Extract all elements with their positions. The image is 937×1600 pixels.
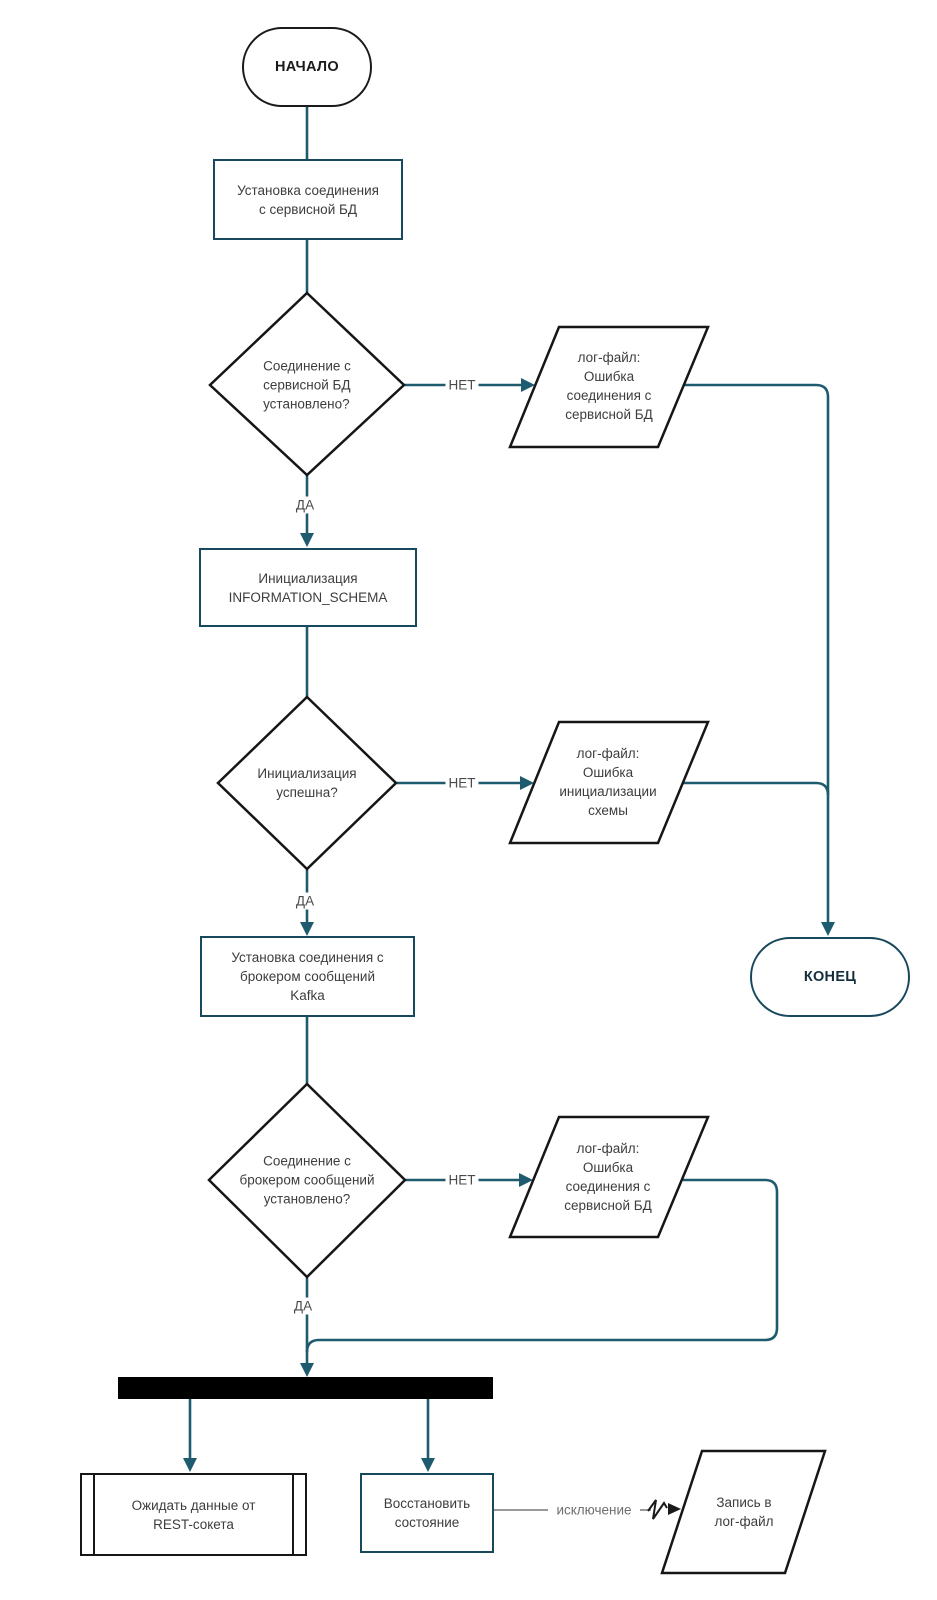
io-log-write-label: Запись в лог-файл	[714, 1495, 774, 1529]
label-yes-2: ДА	[292, 892, 318, 910]
connector-log1-to-end	[683, 383, 830, 922]
label-yes-1: ДА	[292, 496, 318, 514]
decision-db-connected-shape	[208, 291, 406, 477]
io-log-init-error-shape	[508, 720, 710, 845]
process-restore-state: Восстановить состояние	[360, 1473, 494, 1553]
arrowhead-into-log1	[521, 378, 535, 392]
io-log-db-error-1-label: лог-файл: Ошибка соединения с сервисной …	[565, 350, 653, 422]
connector-log3-loop-to-fork	[305, 1178, 779, 1353]
end-terminator: КОНЕЦ	[750, 937, 910, 1017]
decision-db-connected-label: Соединение с сервисной БД установлено?	[263, 358, 351, 412]
arrowhead-into-wait-rest	[183, 1458, 197, 1472]
connector-log2-to-end-merge	[683, 781, 830, 796]
io-log-init-error-label: лог-файл: Ошибка инициализации схемы	[559, 746, 657, 818]
label-yes-3: ДА	[290, 1297, 316, 1315]
arrowhead-into-connect-kafka	[300, 922, 314, 936]
io-log-write-shape	[660, 1449, 827, 1575]
io-log-db-error-2-label: лог-файл: Ошибка соединения с сервисной …	[564, 1141, 652, 1213]
subroutine-wait-rest: Ожидать данные от REST-сокета	[80, 1473, 307, 1556]
label-exception: исключение	[553, 1501, 635, 1519]
fork-bar	[118, 1377, 493, 1399]
arrowhead-into-log3	[519, 1173, 533, 1187]
decision-init-ok-shape	[216, 695, 398, 871]
subroutine-right-bar	[292, 1475, 294, 1554]
label-no-2: НЕТ	[445, 774, 479, 792]
subroutine-wait-rest-label: Ожидать данные от REST-сокета	[131, 1497, 256, 1532]
decision-kafka-connected-label: Соединение с брокером сообщений установл…	[239, 1153, 375, 1207]
decision-kafka-connected-shape	[207, 1082, 407, 1279]
arrowhead-into-fork-bar	[300, 1363, 314, 1377]
process-connect-db: Установка соединения с сервисной БД	[213, 159, 403, 240]
decision-init-ok-label: Инициализация успешна?	[257, 766, 357, 800]
exception-arrowhead	[668, 1503, 681, 1515]
process-connect-kafka: Установка соединения с брокером сообщени…	[200, 936, 415, 1017]
label-no-3: НЕТ	[445, 1171, 479, 1189]
io-log-db-error-1-shape	[508, 325, 710, 449]
exception-zigzag-icon	[647, 1499, 668, 1520]
process-init-schema: Инициализация INFORMATION_SCHEMA	[199, 548, 417, 627]
start-terminator: НАЧАЛО	[242, 27, 372, 107]
label-no-1: НЕТ	[445, 376, 479, 394]
arrowhead-into-end	[821, 922, 835, 936]
arrowhead-into-init-schema	[300, 533, 314, 547]
arrowhead-into-restore	[421, 1458, 435, 1472]
io-log-db-error-2-shape	[508, 1115, 710, 1239]
subroutine-left-bar	[93, 1475, 95, 1554]
arrowhead-into-log2	[520, 776, 534, 790]
